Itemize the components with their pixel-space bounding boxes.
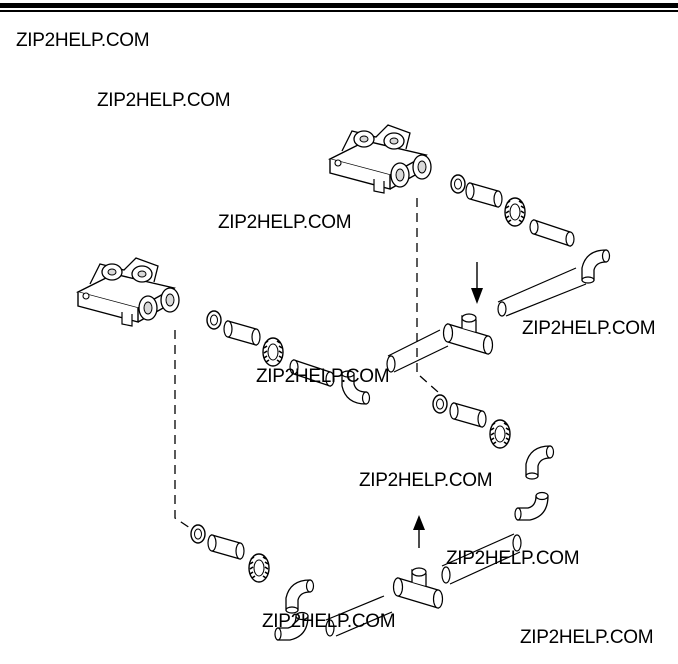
valve-block-lower bbox=[77, 257, 180, 327]
lower-branch-fittings bbox=[190, 524, 522, 641]
watermark-text: ZIP2HELP.COM bbox=[262, 611, 396, 632]
flow-arrow-down bbox=[471, 262, 483, 304]
leader-lines bbox=[174, 198, 439, 529]
watermark-text: ZIP2HELP.COM bbox=[97, 90, 231, 111]
header-rule-thick bbox=[0, 3, 678, 8]
watermark-text: ZIP2HELP.COM bbox=[446, 548, 580, 569]
leader-upper-pipe bbox=[419, 375, 439, 393]
upper-branch-fittings bbox=[386, 174, 611, 373]
leader-lower-valve bbox=[174, 330, 191, 529]
watermark-text: ZIP2HELP.COM bbox=[359, 470, 493, 491]
watermark-text: ZIP2HELP.COM bbox=[16, 30, 150, 51]
valve-block-upper bbox=[329, 124, 432, 194]
watermark-text: ZIP2HELP.COM bbox=[218, 212, 352, 233]
watermark-text: ZIP2HELP.COM bbox=[256, 366, 390, 387]
watermark-text: ZIP2HELP.COM bbox=[520, 627, 654, 648]
watermark-text: ZIP2HELP.COM bbox=[522, 318, 656, 339]
header-rule-thin bbox=[0, 10, 678, 12]
flow-arrow-up bbox=[413, 515, 425, 548]
